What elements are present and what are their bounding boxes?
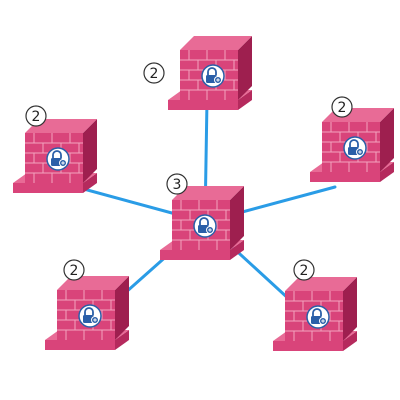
- lock-icon: [193, 214, 217, 238]
- wall-base-front: [160, 250, 230, 260]
- lock-icon: [78, 304, 102, 328]
- count-badge: 2: [331, 96, 353, 118]
- wall-side: [380, 108, 394, 172]
- count-badge: 2: [25, 105, 47, 127]
- wall-side: [115, 276, 129, 340]
- count-badge-label: 2: [150, 66, 159, 82]
- firewall-node-upper-left: 2: [13, 105, 97, 193]
- firewall-node-top: 2: [143, 36, 252, 110]
- wall-base-front: [13, 183, 83, 193]
- firewall-node-lower-left: 2: [45, 259, 129, 350]
- wall-base-front: [45, 340, 115, 350]
- lock-icon: [306, 305, 330, 329]
- lock-icon: [46, 147, 70, 171]
- lock-icon: [343, 136, 367, 160]
- count-badge: 2: [63, 259, 85, 281]
- firewall-node-lower-right: 2: [273, 259, 357, 351]
- lock-icon: [201, 64, 225, 88]
- count-badge: 2: [293, 259, 315, 281]
- nodes-layer: 3 2 2 2 2 2: [13, 36, 394, 351]
- firewall-node-hub: 3: [160, 173, 244, 260]
- wall-top: [172, 186, 244, 200]
- count-badge: 3: [166, 173, 188, 195]
- firewall-node-upper-right: 2: [310, 96, 394, 182]
- wall-side: [343, 277, 357, 341]
- wall-side: [83, 119, 97, 183]
- count-badge-label: 3: [173, 177, 182, 193]
- count-badge: 2: [143, 62, 165, 84]
- count-badge-label: 2: [32, 109, 41, 125]
- wall-base-front: [273, 341, 343, 351]
- wall-base-front: [168, 100, 238, 110]
- wall-top: [180, 36, 252, 50]
- count-badge-label: 2: [338, 100, 347, 116]
- wall-side: [238, 36, 252, 100]
- wall-base-front: [310, 172, 380, 182]
- count-badge-label: 2: [70, 263, 79, 279]
- wall-side: [230, 186, 244, 250]
- count-badge-label: 2: [300, 263, 309, 279]
